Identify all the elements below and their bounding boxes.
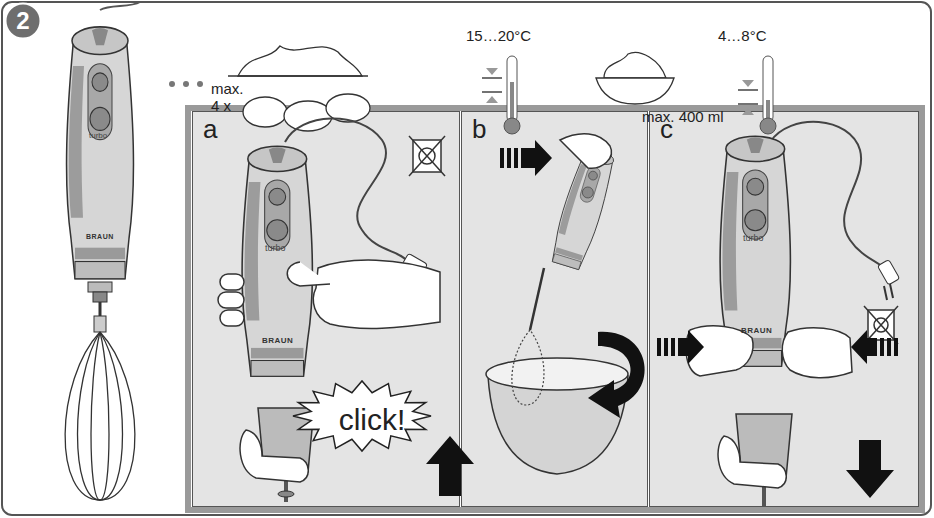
plate-line (228, 75, 368, 76)
temperature-note: 4…8°C (718, 27, 767, 44)
ellipsis-dots (169, 81, 203, 87)
mayonnaise (604, 52, 666, 78)
blender-motor (67, 27, 134, 279)
range-line (738, 89, 758, 91)
quantity-note: max. 400 ml (642, 108, 724, 125)
quantity-note: max. 4 x (211, 80, 251, 115)
whisk-wires (65, 332, 135, 500)
button-label: turbo (89, 131, 107, 140)
step-number-text: 2 (16, 9, 29, 33)
dot (169, 81, 175, 87)
range-arrow (742, 80, 754, 87)
dot (197, 81, 203, 87)
bowl (596, 78, 674, 104)
dot (183, 81, 189, 87)
brand-logo: BRAUN (86, 233, 114, 241)
whisk-wire (91, 332, 109, 500)
blender-with-whisk (65, 2, 140, 500)
mayonnaise-bowl (596, 52, 674, 104)
click-burst: click! (292, 380, 432, 452)
brand-logo: BRAUN (741, 326, 772, 335)
panel-letter: a (203, 116, 217, 142)
whisk-shaft (99, 302, 102, 330)
step-panel: a click! (192, 111, 460, 507)
range-line (738, 103, 758, 105)
whisk-wire (65, 332, 135, 500)
burst-shape (293, 381, 431, 451)
step-panel: c (649, 111, 919, 507)
range-arrow (486, 96, 498, 103)
coupling (88, 282, 112, 292)
step-panel: b (461, 111, 648, 507)
brand-logo: BRAUN (262, 336, 293, 345)
panel-frame (188, 108, 922, 510)
cord (100, 2, 140, 10)
click-text: click! (339, 405, 406, 435)
panel-letter: b (472, 116, 486, 142)
whisk-collar (94, 316, 106, 332)
button-label: turbo (743, 233, 764, 243)
egg-white-foam (238, 46, 362, 76)
range-line (482, 91, 502, 93)
range-arrow (486, 68, 498, 75)
step-number: 2 (4, 2, 42, 40)
coupling (93, 292, 107, 302)
circle-shape (6, 4, 41, 39)
temperature-note: 15…20°C (466, 27, 531, 44)
whisk-wire (78, 332, 123, 500)
button-label: turbo (265, 243, 286, 253)
range-line (482, 77, 502, 79)
